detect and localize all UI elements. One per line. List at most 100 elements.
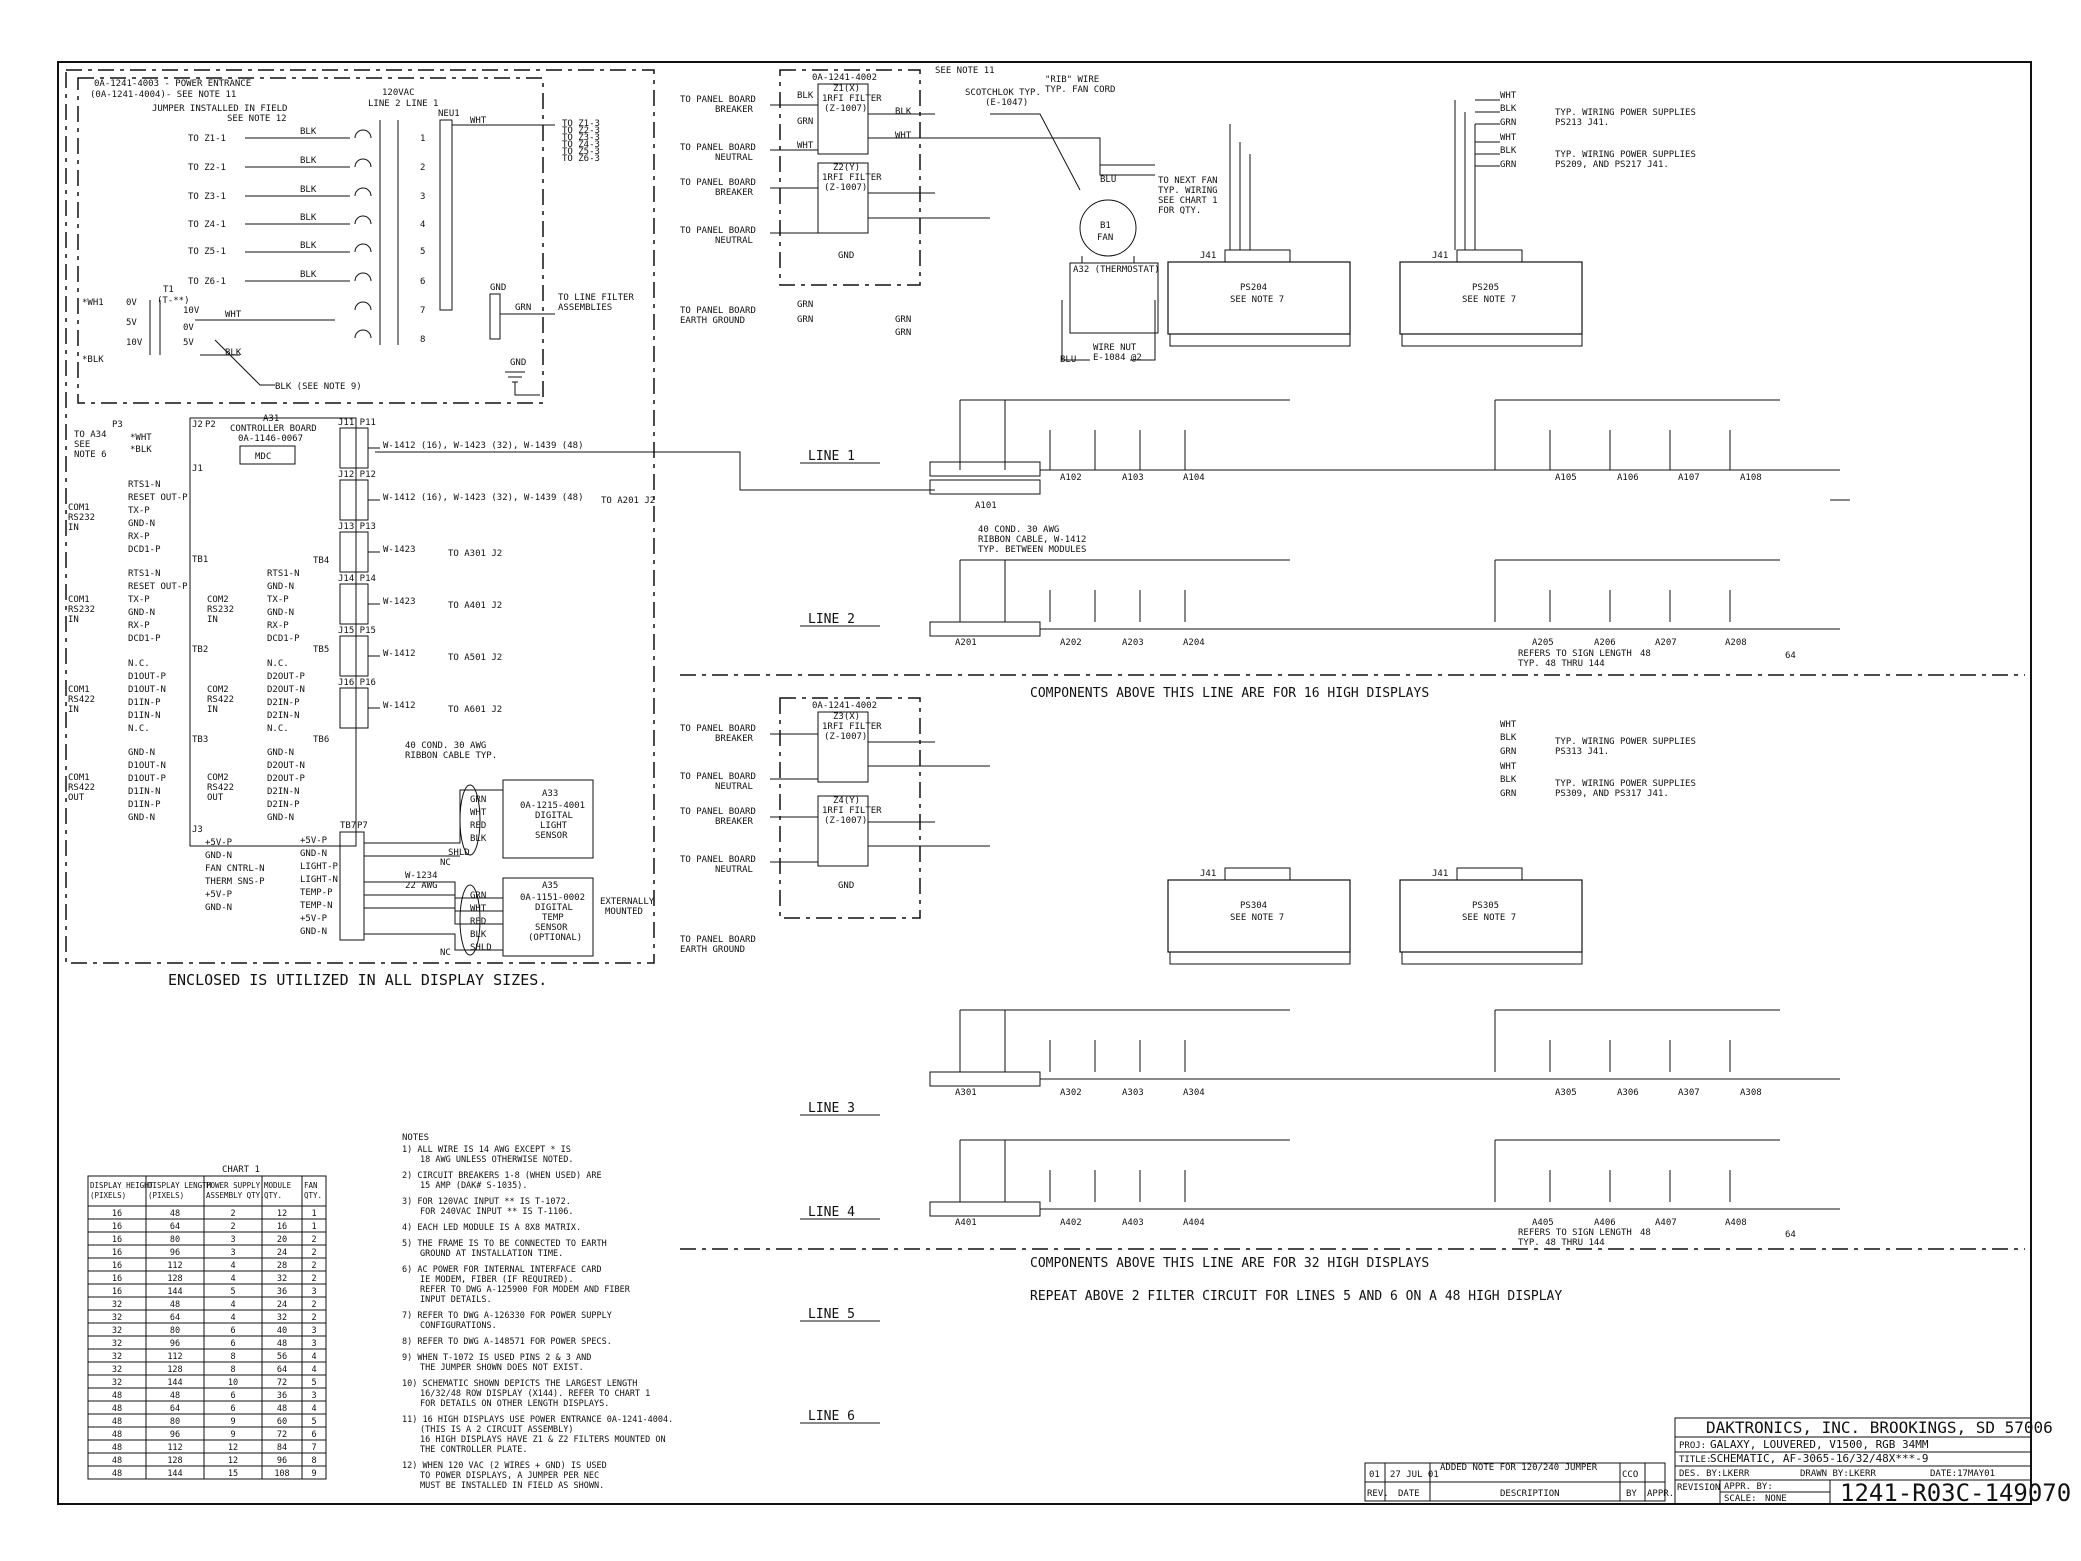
brk-num-1: 1 xyxy=(420,134,425,144)
chart1-cell: 112 xyxy=(167,1261,182,1271)
chart1-cell: 2 xyxy=(230,1209,235,1219)
note-line: 18 AWG UNLESS OTHERWISE NOTED. xyxy=(420,1155,574,1165)
a302: A302 xyxy=(1060,1088,1082,1098)
tb3: TB3 xyxy=(192,735,208,745)
tb7-pin-5: TEMP-P xyxy=(300,888,333,898)
chart1-cell: 3 xyxy=(311,1287,316,1297)
chart1-cell: 2 xyxy=(311,1274,316,1284)
next-fan-4: FOR QTY. xyxy=(1158,206,1201,216)
module-row-3: A301 A302 A303 A304 A305 A306 A307 A308 xyxy=(929,1071,1840,1098)
ps-out-blocks xyxy=(1169,333,1583,965)
notes-section: NOTES 1) ALL WIRE IS 14 AWG EXCEPT * IS1… xyxy=(402,1133,673,1491)
b-typ-wiring-1b: PS313 J41. xyxy=(1555,747,1609,757)
note-line: TO POWER DISPLAYS, A JUMPER PER NEC xyxy=(420,1471,599,1481)
note-line: 11) 16 HIGH DISPLAYS USE POWER ENTRANCE … xyxy=(402,1415,673,1425)
thermostat: A32 (THERMOSTAT) xyxy=(1073,265,1160,275)
a402: A402 xyxy=(1060,1218,1082,1228)
ground-symbol xyxy=(505,371,540,396)
j3-pin-1: +5V-P xyxy=(205,838,233,848)
chart1-cell: 36 xyxy=(277,1287,287,1297)
tx-5v: 5V xyxy=(126,318,137,328)
chart1-cell: 1 xyxy=(311,1222,316,1232)
module-row-4: A401 A402 A403 A404 A405 A406 A407 A408 xyxy=(929,1201,1840,1228)
jack-j15: J15 P15 xyxy=(338,626,376,636)
ps304-j41: J41 xyxy=(1200,869,1216,879)
ps-wht-1: WHT xyxy=(1500,91,1517,101)
ps-feed-wires xyxy=(1229,99,1500,250)
chart1-cell: 2 xyxy=(311,1235,316,1245)
chart1-cell: 72 xyxy=(277,1378,287,1388)
tb1-pin-4: GND-N xyxy=(128,608,155,618)
a301: A301 xyxy=(955,1088,977,1098)
chart1-cell: 96 xyxy=(170,1339,180,1349)
chart1-cell: 64 xyxy=(170,1222,180,1232)
pe-vac: 120VAC xyxy=(382,88,415,98)
filter-grn-1: GRN xyxy=(797,300,813,310)
a33-wht: WHT xyxy=(470,808,487,818)
a207: A207 xyxy=(1655,638,1677,648)
chart1-title: CHART 1 xyxy=(222,1165,260,1175)
enclosed-note: ENCLOSED IS UTILIZED IN ALL DISPLAY SIZE… xyxy=(168,971,547,989)
chart1-cell: 32 xyxy=(112,1313,122,1323)
gnd-symbol-label: GND xyxy=(510,358,526,368)
rev-h-appr: APPR. xyxy=(1647,1489,1674,1499)
controller-part: 0A-1146-0067 xyxy=(238,434,303,444)
gnd-bus xyxy=(489,293,501,340)
chart1-cell: 36 xyxy=(277,1391,287,1401)
j1-pin-1: RTS1-N xyxy=(128,480,161,490)
chart1-cell: 7 xyxy=(311,1443,316,1453)
z1-type: 1RFI FILTER xyxy=(822,94,882,104)
a406: A406 xyxy=(1594,1218,1616,1228)
power-entrance-outline xyxy=(77,77,544,404)
ps205 xyxy=(1399,261,1583,335)
note-line: REFER TO DWG A-125900 FOR MODEM AND FIBE… xyxy=(420,1285,631,1295)
grn-label: GRN xyxy=(515,303,531,313)
controller-section: P3 J2 P2 TO A34 SEE NOTE 6 *WHT *BLK A31… xyxy=(68,414,935,989)
j1: J1 xyxy=(192,464,203,474)
filter-bottom-part: 0A-1241-4002 xyxy=(812,701,877,711)
breaker-symbols xyxy=(354,129,372,339)
line-5: LINE 5 xyxy=(808,1307,855,1322)
a33-digital: DIGITAL xyxy=(535,811,573,821)
a405: A405 xyxy=(1532,1218,1554,1228)
ps-blk-1: BLK xyxy=(1500,104,1517,114)
tb-frame xyxy=(1674,1417,2032,1505)
p7: P7 xyxy=(357,821,368,831)
tb3-pin-4: D1IN-N xyxy=(128,787,161,797)
note-line: 10) SCHEMATIC SHOWN DEPICTS THE LARGEST … xyxy=(402,1379,637,1389)
out-z4: TO Z4-3 xyxy=(562,140,600,150)
chart1-cell: 84 xyxy=(277,1443,287,1453)
note-line: 16/32/48 ROW DISPLAY (X144). REFER TO CH… xyxy=(420,1389,650,1399)
repeat-note: REPEAT ABOVE 2 FILTER CIRCUIT FOR LINES … xyxy=(1030,1289,1562,1304)
jack-j16: J16 P16 xyxy=(338,678,376,688)
ps305-name: PS305 xyxy=(1472,901,1499,911)
n64-2: 64 xyxy=(1785,1230,1796,1240)
chart1-cell: 6 xyxy=(230,1339,235,1349)
p2: P2 xyxy=(205,420,216,430)
brk-num-6: 6 xyxy=(420,277,425,287)
chart1-cell: 144 xyxy=(167,1469,182,1479)
filter-grn-4: GRN xyxy=(895,328,911,338)
note-line: 15 AMP (DAK# S-1035). xyxy=(420,1181,527,1191)
ribbon-note-1: 40 COND. 30 AWG xyxy=(405,741,486,751)
a305: A305 xyxy=(1555,1088,1577,1098)
sheet-border xyxy=(57,61,2032,1505)
tb6-pin-5: D2IN-P xyxy=(267,800,300,810)
tb3-pin-5: D1IN-P xyxy=(128,800,161,810)
ribbon-leads xyxy=(368,447,935,709)
chart1-cell: 16 xyxy=(277,1222,287,1232)
tb6: TB6 xyxy=(313,735,329,745)
b-panel-neutral-2b: NEUTRAL xyxy=(715,865,753,875)
ps204 xyxy=(1167,261,1351,335)
chart1-cell: 48 xyxy=(170,1300,180,1310)
rev-date: 27 JUL 01 xyxy=(1390,1470,1439,1480)
ext-mounted-2: MOUNTED xyxy=(605,907,643,917)
panel-breaker-2b: BREAKER xyxy=(715,188,754,198)
chart1-cell: 16 xyxy=(112,1209,122,1219)
tb5-pin-2: D2OUT-P xyxy=(267,672,306,682)
chart1-cell: 8 xyxy=(311,1456,316,1466)
module-wiring xyxy=(959,399,1780,1202)
blk-3: BLK xyxy=(300,185,317,195)
enclosure-outline xyxy=(65,69,655,964)
feed-z4: TO Z4-1 xyxy=(188,220,226,230)
